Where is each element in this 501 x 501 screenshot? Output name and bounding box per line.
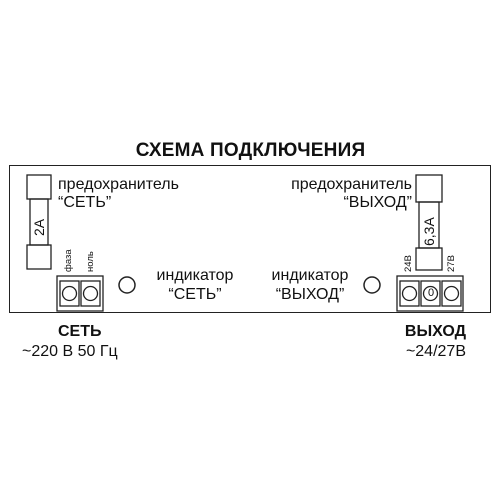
left-fuse-label-line1: предохранитель — [58, 176, 179, 193]
right-fuse-label-line2: “ВЫХОД” — [343, 194, 412, 211]
right-connection-spec: ~24/27В — [405, 343, 466, 360]
left-terminal-screw-phase — [61, 285, 78, 302]
device-panel — [9, 165, 491, 313]
right-fuse-label-line1: предохранитель — [291, 176, 412, 193]
left-terminal-block — [56, 275, 104, 312]
right-terminal-housing — [396, 275, 464, 312]
right-terminal-slot-24v — [399, 280, 420, 307]
right-fuse-rating: 6,3А — [421, 217, 437, 246]
left-indicator-lamp — [118, 276, 136, 294]
right-terminal-label-24v: 24В — [403, 255, 414, 272]
left-terminal-screw-neutral — [82, 285, 99, 302]
right-terminal-screw-27v — [443, 285, 460, 302]
right-connection-title: ВЫХОД — [404, 323, 466, 340]
right-fuse-bottom-cap — [415, 247, 443, 271]
left-connection-spec: ~220 В 50 Гц — [22, 343, 118, 360]
left-fuse-label-line2: “СЕТЬ” — [58, 194, 112, 211]
left-connection-title: СЕТЬ — [58, 323, 102, 340]
right-terminal-screw-common — [422, 285, 439, 302]
right-terminal-screw-24v — [401, 285, 418, 302]
left-terminal-slot-phase — [59, 280, 80, 307]
right-indicator-label-line2: “ВЫХОД” — [275, 286, 345, 303]
right-terminal-slot-27v — [441, 280, 462, 307]
left-indicator-label-line2: “СЕТЬ” — [168, 286, 222, 303]
diagram-title: СХЕМА ПОДКЛЮЧЕНИЯ — [135, 140, 366, 161]
left-fuse — [26, 174, 52, 270]
right-fuse-top-cap — [415, 174, 443, 203]
left-terminal-label-neutral: ноль — [85, 251, 96, 272]
left-fuse-bottom-cap — [26, 244, 52, 270]
right-indicator-lamp — [363, 276, 381, 294]
left-terminal-slot-neutral — [80, 280, 101, 307]
left-fuse-top-cap — [26, 174, 52, 200]
left-terminal-label-phase: фаза — [63, 249, 74, 272]
left-terminal-housing — [56, 275, 104, 312]
left-indicator-label-line1: индикатор — [156, 267, 234, 284]
right-indicator-label-line1: индикатор — [271, 267, 349, 284]
right-terminal-common-symbol: 0 — [427, 287, 435, 299]
right-terminal-slot-common — [420, 280, 441, 307]
right-terminal-label-27v: 27В — [446, 255, 457, 272]
right-fuse — [415, 174, 443, 271]
left-fuse-rating: 2А — [31, 218, 47, 236]
right-terminal-block — [396, 275, 464, 312]
